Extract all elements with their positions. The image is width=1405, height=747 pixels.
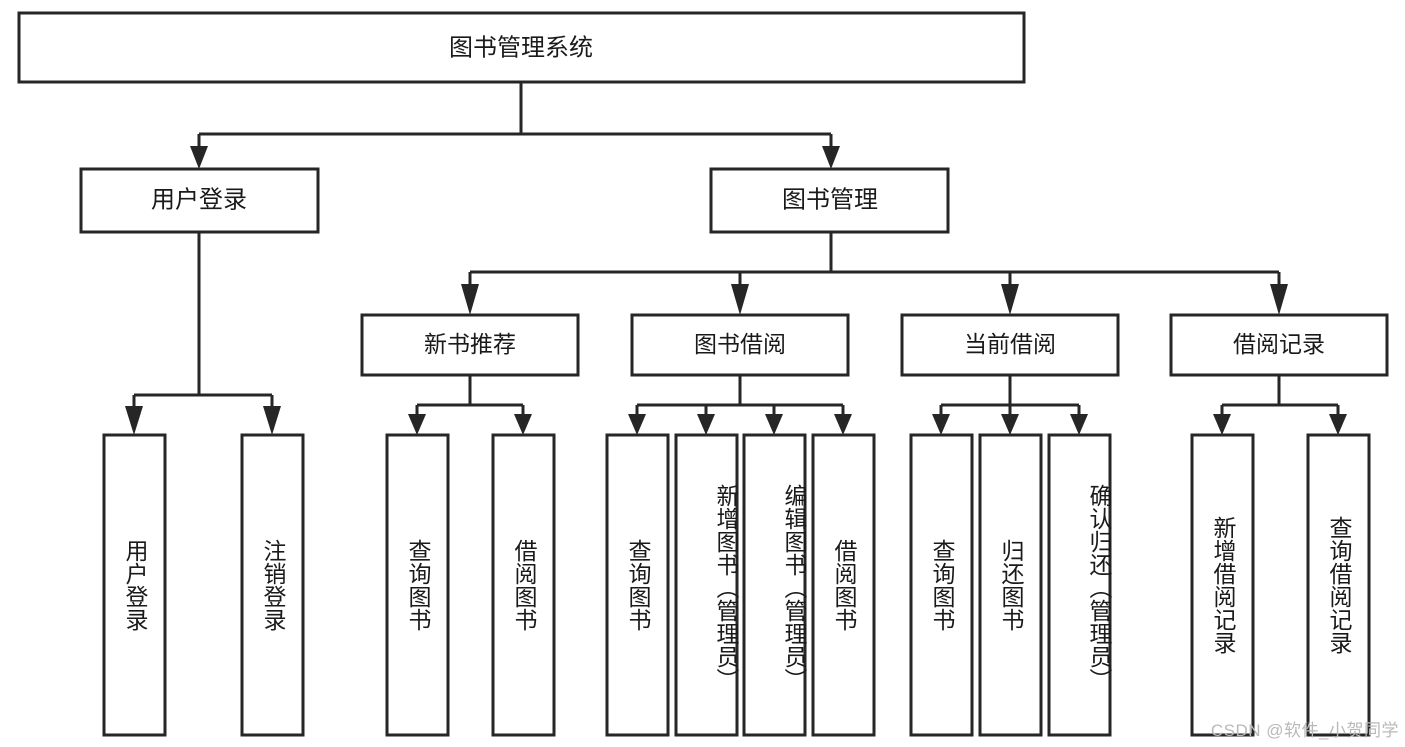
leaf-box-confirm-return[interactable]	[1047, 433, 1112, 737]
leaf-box-add-book[interactable]	[674, 433, 739, 737]
node-borrow-record[interactable]: 借阅记录	[1169, 313, 1389, 377]
leaf-box-borrow-book-2[interactable]	[811, 433, 876, 737]
node-book-manage[interactable]: 图书管理	[709, 167, 950, 234]
node-root-label: 图书管理系统	[449, 34, 593, 61]
connector-borrowrecord-to-leaves	[1213, 375, 1347, 435]
leaf-box-user-login[interactable]	[102, 433, 167, 737]
node-current-borrow[interactable]: 当前借阅	[900, 313, 1120, 377]
node-new-book-rec[interactable]: 新书推荐	[360, 313, 580, 377]
node-book-borrow[interactable]: 图书借阅	[630, 313, 850, 377]
node-new-book-rec-label: 新书推荐	[424, 331, 516, 357]
node-book-borrow-label: 图书借阅	[694, 331, 786, 357]
node-current-borrow-label: 当前借阅	[964, 331, 1056, 357]
leaf-box-edit-book[interactable]	[742, 433, 807, 737]
leaf-box-return-book[interactable]	[978, 433, 1043, 737]
node-user-login-label: 用户登录	[151, 186, 247, 213]
leaf-box-query-book-2[interactable]	[605, 433, 670, 737]
leaf-box-logout[interactable]	[240, 433, 305, 737]
node-borrow-record-label: 借阅记录	[1233, 331, 1325, 357]
connector-bookborrow-to-leaves	[628, 375, 852, 435]
leaf-boxes	[102, 433, 1371, 737]
node-user-login[interactable]: 用户登录	[79, 167, 320, 234]
node-book-manage-label: 图书管理	[782, 186, 878, 213]
leaf-box-query-book-3[interactable]	[909, 433, 974, 737]
node-root[interactable]: 图书管理系统	[17, 11, 1026, 84]
connector-bookmanage-to-level3	[461, 232, 1288, 315]
csdn-watermark: CSDN @软件_小贺同学	[1210, 721, 1399, 740]
connector-root-to-level2	[190, 82, 840, 169]
connector-userlogin-to-leaves	[125, 232, 281, 435]
leaf-box-query-record[interactable]	[1306, 433, 1371, 737]
leaf-box-borrow-book-1[interactable]	[491, 433, 556, 737]
connector-currentborrow-to-leaves	[932, 375, 1088, 435]
connector-newbook-to-leaves	[408, 375, 532, 435]
leaf-box-add-record[interactable]	[1190, 433, 1255, 737]
leaf-box-query-book-1[interactable]	[385, 433, 450, 737]
